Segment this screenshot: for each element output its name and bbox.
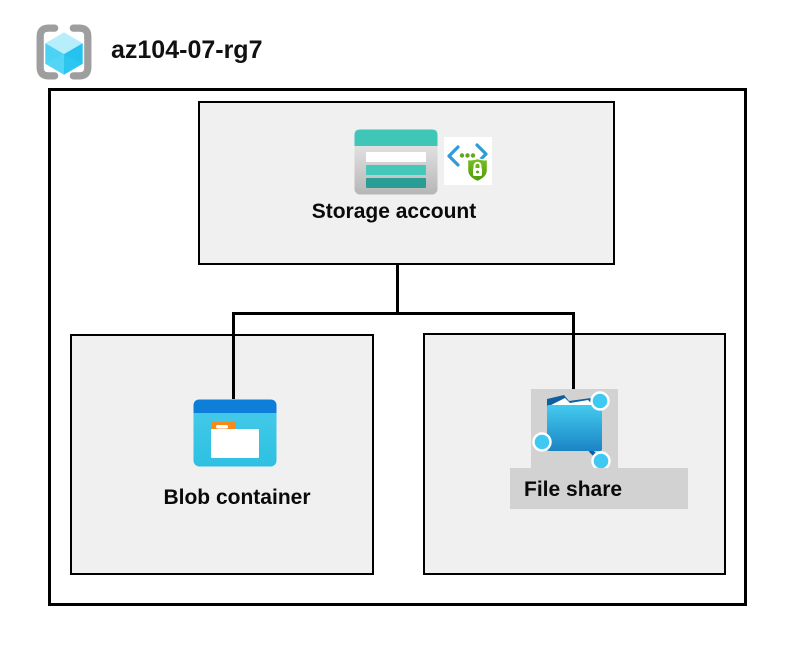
file-share-label: File share [524, 478, 623, 501]
file-share-icon [532, 391, 611, 468]
storage-account-label: Storage account [311, 200, 477, 223]
resource-group-name: az104-07-rg7 [111, 36, 263, 64]
resource-group-icon [36, 24, 92, 80]
blob-container-icon [193, 399, 277, 467]
file-share-highlight-strip [510, 468, 688, 509]
storage-account-icon [354, 129, 438, 195]
shared-access-signature-icon [444, 137, 492, 185]
blob-container-label: Blob container [163, 486, 311, 509]
